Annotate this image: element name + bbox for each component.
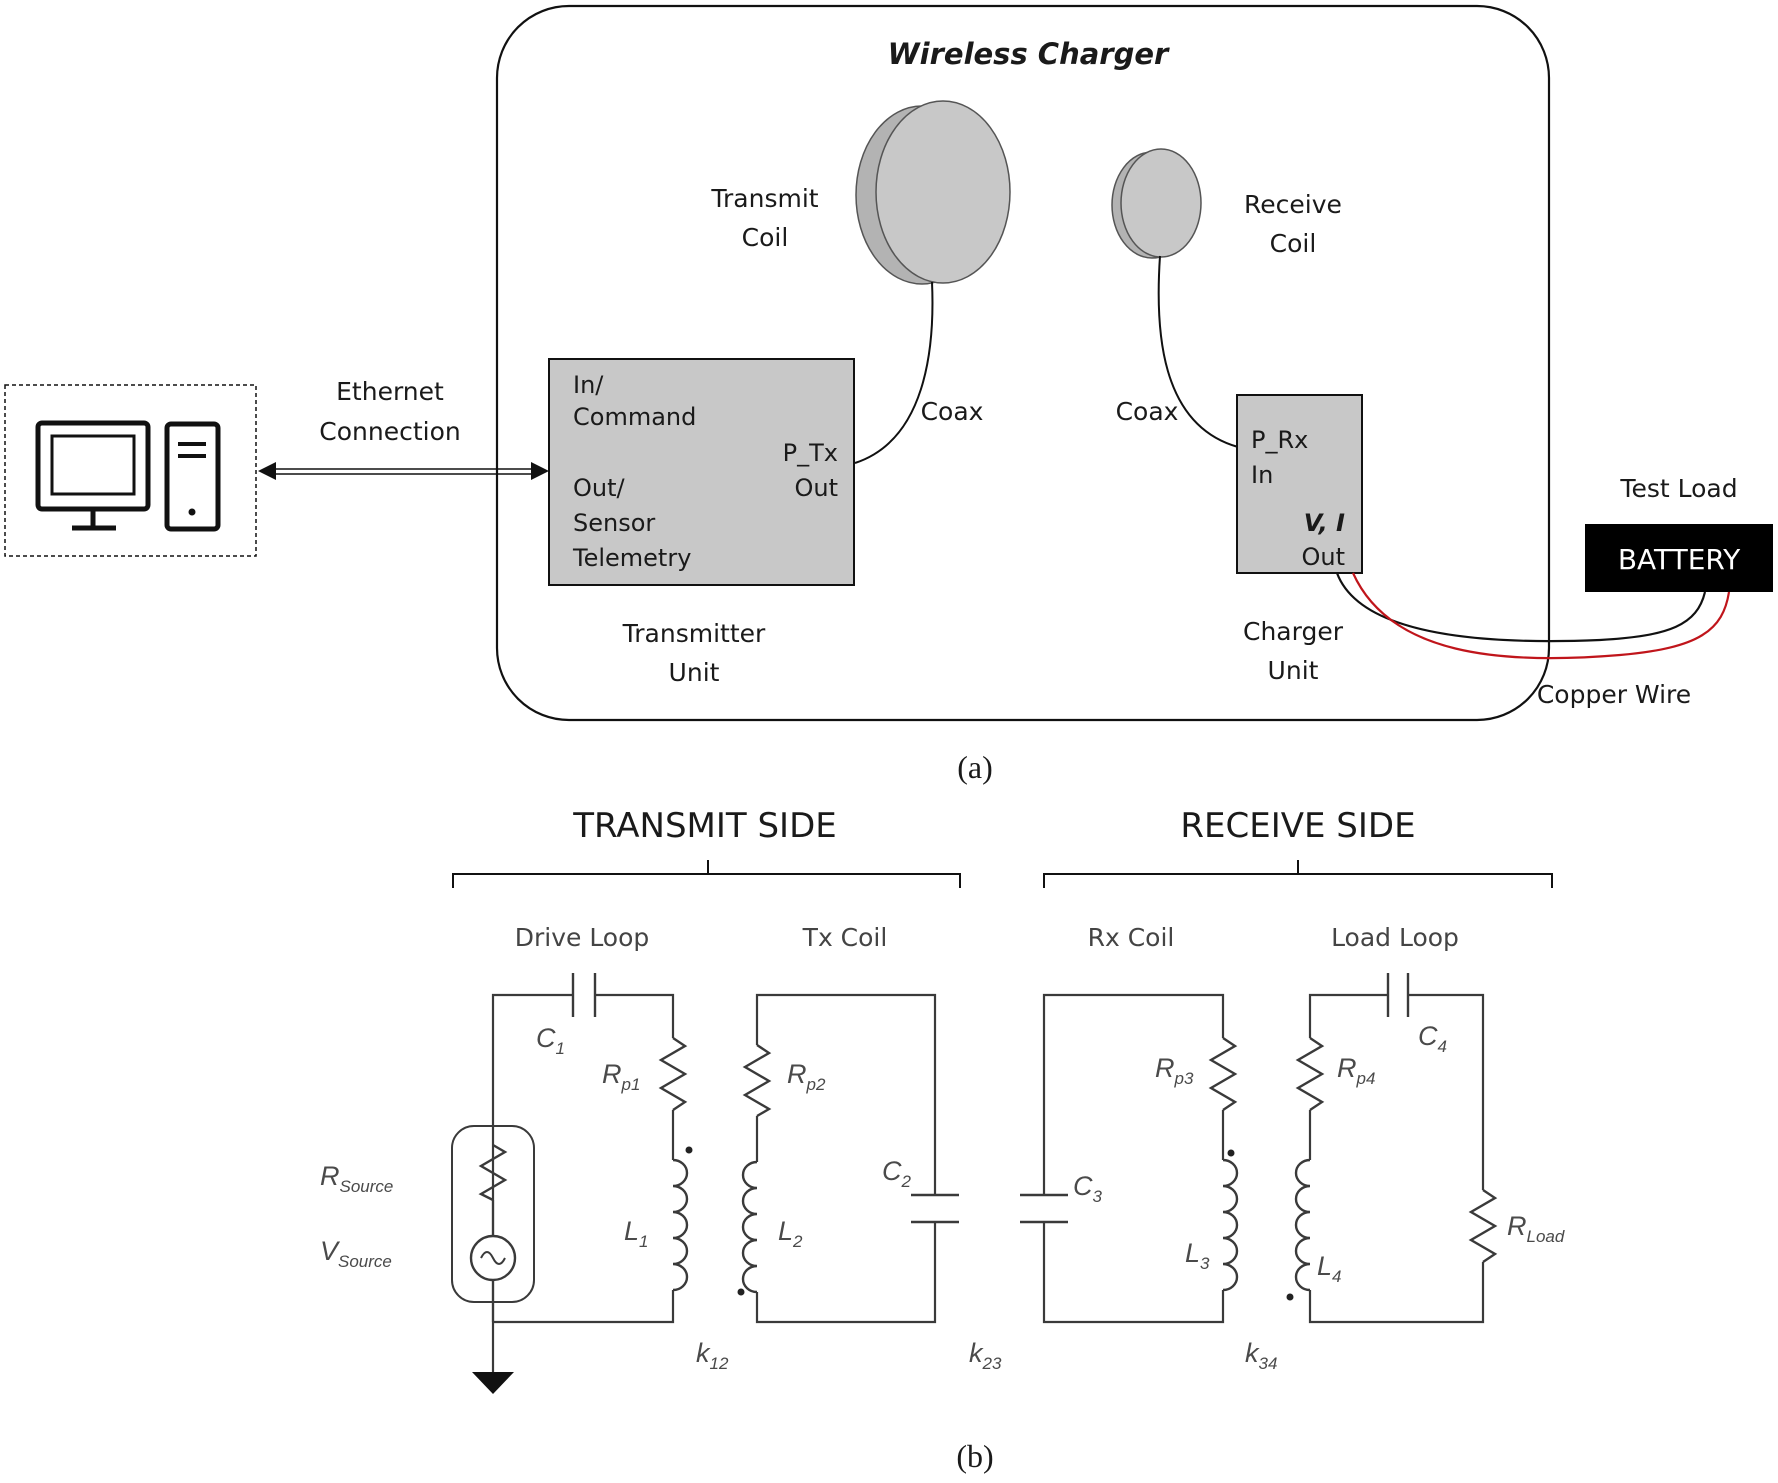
transmit-coil-label-2: Coil — [742, 223, 789, 252]
coax-label-tx: Coax — [921, 397, 984, 426]
label-rp4: Rp4 — [1337, 1053, 1375, 1088]
label-c3: C3 — [1073, 1171, 1103, 1206]
tx-box-label-in: In/ — [573, 371, 604, 399]
tx-coil-circuit — [737, 993, 959, 1324]
rx-box-label-out: Out — [1301, 543, 1345, 571]
charger-unit-label-2: Unit — [1268, 656, 1319, 685]
tx-box-label-ptx: P_Tx — [783, 439, 838, 467]
caption-a: (a) — [957, 749, 993, 785]
receive-coil-label-2: Coil — [1270, 229, 1317, 258]
rx-coil-circuit — [1020, 993, 1239, 1324]
computer-box — [4, 384, 257, 557]
copper-wire-label: Copper Wire — [1537, 680, 1691, 709]
label-l2: L2 — [778, 1216, 803, 1251]
loop-label-drive: Drive Loop — [515, 923, 650, 952]
wireless-charger-title: Wireless Charger — [888, 37, 1170, 71]
red-wire — [1351, 572, 1731, 660]
tx-box-label-sensor: Sensor — [573, 509, 655, 537]
tx-box-label-telemetry: Telemetry — [572, 544, 691, 572]
rx-box-label-prx: P_Rx — [1251, 426, 1308, 454]
label-k12: k12 — [696, 1338, 729, 1373]
label-vsource: VSource — [320, 1236, 392, 1271]
tx-box-label-command: Command — [573, 403, 696, 431]
transmitter-unit-label-2: Unit — [669, 658, 720, 687]
test-load-label: Test Load — [1619, 474, 1737, 503]
transmitter-unit-label-1: Transmitter — [622, 619, 766, 648]
receive-coil-icon — [1111, 148, 1202, 259]
ethernet-connection-arrow — [258, 462, 549, 480]
drive-loop-circuit — [451, 973, 693, 1394]
panel-a: Wireless Charger Transmit Coil Receive C… — [4, 4, 1773, 785]
panel-b: TRANSMIT SIDE RECEIVE SIDE Drive Loop Tx… — [320, 806, 1565, 1474]
rx-box-label-in: In — [1251, 461, 1273, 489]
label-l1: L1 — [624, 1216, 649, 1251]
label-c1: C1 — [536, 1023, 565, 1058]
transmit-coil-label-1: Transmit — [710, 184, 818, 213]
black-wire — [1335, 572, 1707, 643]
tx-box-label-out-right: Out — [794, 474, 838, 502]
monitor-icon — [35, 420, 151, 531]
receive-coil-label-1: Receive — [1244, 190, 1342, 219]
ethernet-label-2: Connection — [319, 417, 460, 446]
coax-cable-rx — [1157, 255, 1239, 448]
charger-unit-box — [1236, 394, 1363, 574]
transmit-side-brace — [452, 860, 961, 888]
label-l4: L4 — [1317, 1251, 1342, 1286]
receive-side-brace — [1043, 860, 1553, 888]
caption-b: (b) — [956, 1438, 993, 1474]
ethernet-label-1: Ethernet — [336, 377, 444, 406]
battery-label: BATTERY — [1618, 543, 1741, 576]
transmit-side-header: TRANSMIT SIDE — [572, 806, 837, 846]
transmitter-unit-box — [548, 358, 855, 586]
label-c4: C4 — [1418, 1021, 1447, 1056]
coax-label-rx: Coax — [1116, 397, 1179, 426]
charger-unit-label-1: Charger — [1243, 617, 1344, 646]
label-rp1: Rp1 — [602, 1059, 640, 1094]
coax-cable-tx — [854, 281, 934, 464]
label-rload: RLoad — [1507, 1211, 1565, 1246]
battery-box — [1585, 524, 1773, 592]
label-rp2: Rp2 — [787, 1059, 826, 1094]
label-k34: k34 — [1245, 1338, 1277, 1373]
wireless-charger-enclosure — [495, 4, 1551, 722]
loop-label-tx-coil: Tx Coil — [802, 923, 888, 952]
rx-box-label-vi: V, I — [1304, 509, 1345, 537]
computer-tower-icon — [164, 421, 221, 532]
load-loop-circuit — [1286, 973, 1498, 1324]
label-c2: C2 — [882, 1156, 912, 1191]
tx-box-label-out: Out/ — [573, 474, 626, 502]
receive-side-header: RECEIVE SIDE — [1180, 806, 1415, 846]
label-k23: k23 — [969, 1338, 1002, 1373]
loop-label-rx-coil: Rx Coil — [1088, 923, 1175, 952]
transmit-coil-icon — [855, 100, 1011, 285]
label-rsource: RSource — [320, 1161, 393, 1196]
label-l3: L3 — [1185, 1238, 1210, 1273]
loop-label-load: Load Loop — [1331, 923, 1459, 952]
label-rp3: Rp3 — [1155, 1053, 1194, 1088]
